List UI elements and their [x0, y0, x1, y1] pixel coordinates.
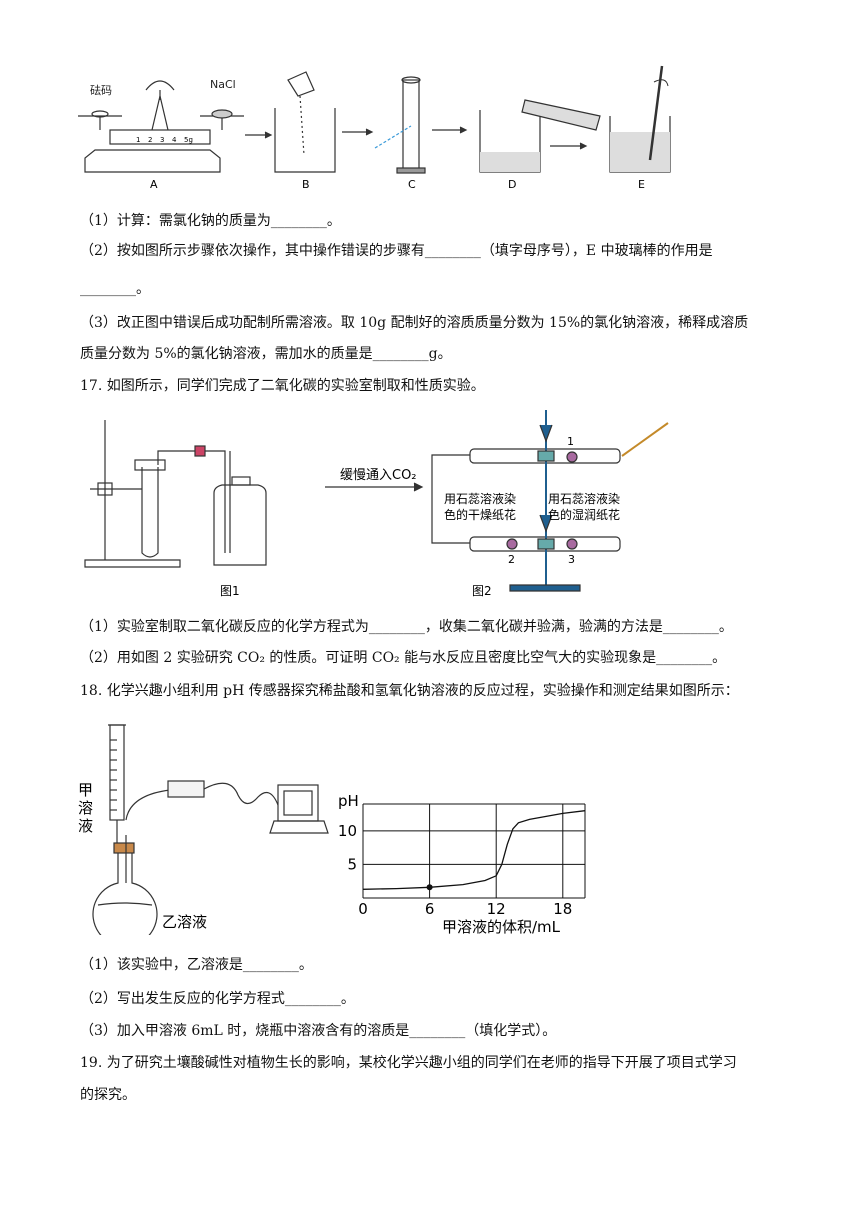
co2-figure-2: 缓慢通入CO₂ 用石蕊溶液染 色的干燥纸花 用石蕊溶液染 色的湿润纸花 1 2 …	[325, 410, 669, 598]
x-tick-label: 6	[425, 900, 435, 918]
step-letter-b: B	[302, 178, 310, 191]
q16-part3-line2: 质量分数为 5%的氯化钠溶液，需加水的质量是________g。	[80, 346, 452, 362]
ph-chart: pH 5 10 0 6 12 18 甲溶液的体积/mL	[338, 792, 586, 936]
step-letter-e: E	[638, 178, 645, 191]
jia-solution-label-2: 溶	[78, 799, 93, 817]
y-axis-label: pH	[338, 792, 359, 810]
ph-marked-point	[426, 884, 433, 891]
wet-flower-label-1: 用石蕊溶液染	[548, 491, 620, 506]
co2-figure-1: 图1	[84, 420, 267, 598]
scale-tick: 1	[136, 136, 140, 144]
x-tick-label: 18	[553, 900, 572, 918]
step-letter-c: C	[408, 178, 416, 191]
q16-part2-line2: ________。	[80, 281, 150, 297]
nacl-label: NaCl	[210, 78, 236, 91]
scale-tick: 5g	[184, 136, 193, 144]
flower-number-1: 1	[567, 435, 574, 448]
flower-number-3: 3	[568, 553, 575, 566]
q18-part2: （2）写出发生反应的化学方程式________。	[80, 991, 355, 1007]
q18-part3: （3）加入甲溶液 6mL 时，烧瓶中溶液含有的溶质是________（填化学式）…	[80, 1023, 557, 1039]
q19-line2: 的探究。	[80, 1087, 136, 1103]
fig2-caption: 图2	[472, 584, 492, 598]
x-tick-label: 12	[487, 900, 506, 918]
weight-label: 砝码	[90, 83, 112, 97]
yi-solution-label: 乙溶液	[162, 913, 207, 931]
x-tick-label: 0	[358, 900, 368, 918]
q19-line1: 19. 为了研究土壤酸碱性对植物生长的影响，某校化学兴趣小组的同学们在老师的指导…	[80, 1055, 737, 1071]
q17-part2: （2）用如图 2 实验研究 CO₂ 的性质。可证明 CO₂ 能与水反应且密度比空…	[80, 650, 727, 666]
q18-title: 18. 化学兴趣小组利用 pH 传感器探究稀盐酸和氢氧化钠溶液的反应过程，实验操…	[80, 683, 739, 699]
wet-flower-label-2: 色的湿润纸花	[548, 507, 620, 522]
step-letter-d: D	[508, 178, 516, 191]
y-tick-label: 5	[347, 855, 357, 873]
q16-part2-line1: （2）按如图所示步骤依次操作，其中操作错误的步骤有________（填字母序号）…	[80, 243, 713, 259]
step-letter-a: A	[150, 178, 158, 191]
dry-flower-label-1: 用石蕊溶液染	[444, 491, 516, 506]
ph-curve	[362, 810, 586, 890]
scale-tick: 2	[148, 136, 152, 144]
scale-tick: 3	[160, 136, 164, 144]
jia-solution-label-3: 液	[78, 817, 93, 835]
q17-title: 17. 如图所示，同学们完成了二氧化碳的实验室制取和性质实验。	[80, 378, 485, 394]
q17-part1: （1）实验室制取二氧化碳反应的化学方程式为________，收集二氧化碳并验满，…	[80, 619, 733, 635]
flower-number-2: 2	[508, 553, 515, 566]
dry-flower-label-2: 色的干燥纸花	[444, 507, 516, 522]
q16-part3-line1: （3）改正图中错误后成功配制所需溶液。取 10g 配制好的溶质质量分数为 15%…	[80, 315, 749, 331]
co2-inlet-label: 缓慢通入CO₂	[340, 467, 417, 483]
solution-preparation-figure: 砝码 NaCl 1 2 3 4 5g A B C D E	[78, 65, 671, 191]
q16-part1: （1）计算：需氯化钠的质量为________。	[80, 213, 341, 229]
scale-tick: 4	[172, 136, 177, 144]
x-axis-label: 甲溶液的体积/mL	[442, 918, 561, 936]
q18-part1: （1）该实验中，乙溶液是________。	[80, 957, 313, 973]
jia-solution-label-1: 甲	[78, 781, 93, 799]
ph-sensor-apparatus: 甲 溶 液 乙溶液	[78, 724, 329, 935]
y-tick-label: 10	[338, 822, 357, 840]
fig1-caption: 图1	[220, 584, 240, 598]
